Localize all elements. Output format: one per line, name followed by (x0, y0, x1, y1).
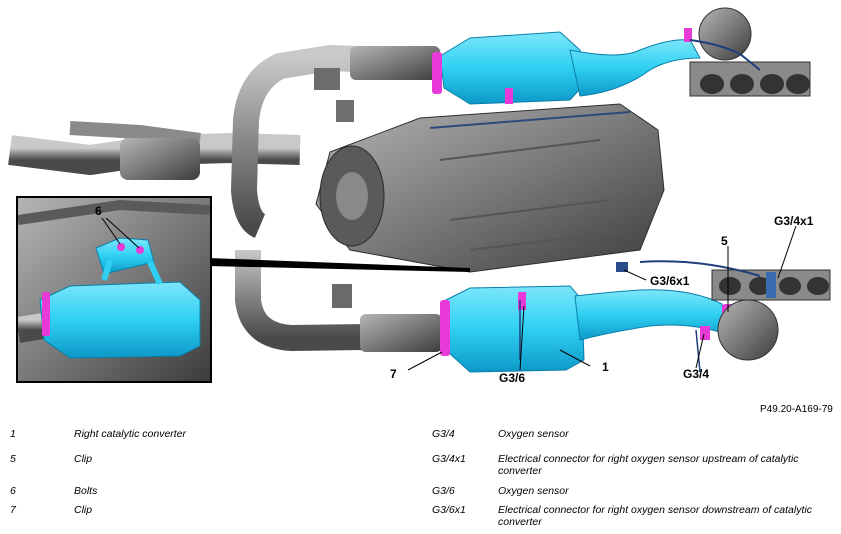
callout-g3-4: G3/4 (683, 367, 710, 381)
detail-inset (16, 196, 212, 383)
legend-key: G3/4x1 (432, 453, 466, 465)
legend-key: 5 (10, 453, 16, 465)
legend-desc: Electrical connector for right oxygen se… (498, 453, 799, 477)
lower-exhaust-pipe (235, 250, 442, 352)
callout-6: 6 (95, 204, 102, 218)
upper-catalytic-converter (432, 28, 701, 105)
legend-key: G3/4 (432, 428, 455, 440)
legend-desc: Oxygen sensor (498, 428, 569, 440)
callout-7: 7 (390, 367, 397, 381)
exhaust-system-illustration (8, 7, 831, 383)
inset-connector-wedge (208, 258, 470, 272)
legend-key: 6 (10, 485, 16, 497)
legend-desc: Bolts (74, 485, 98, 497)
transmission (315, 103, 665, 273)
legend-desc: Electrical connector for right oxygen se… (498, 504, 812, 528)
legend-desc: Oxygen sensor (498, 485, 569, 497)
callout-1: 1 (602, 360, 609, 374)
legend-key: 7 (10, 504, 16, 516)
right-catalytic-converter (440, 285, 734, 373)
leader-lines (101, 217, 797, 371)
legend-desc: Right catalytic converter (74, 428, 187, 440)
figure-id: P49.20-A169-79 (760, 404, 833, 415)
legend-desc: Clip (74, 504, 93, 516)
callout-g3-4x1: G3/4x1 (774, 214, 814, 228)
lower-exhaust-manifold (616, 260, 831, 361)
upper-exhaust-manifold (689, 7, 811, 97)
callout-g3-6x1: G3/6x1 (650, 274, 690, 288)
legend-desc: Clip (74, 453, 93, 465)
callout-g3-6: G3/6 (499, 371, 526, 385)
legend-key: 1 (10, 428, 16, 440)
legend-key: G3/6 (432, 485, 455, 497)
callout-5: 5 (721, 234, 728, 248)
legend-key: G3/6x1 (432, 504, 466, 516)
legend: 1 Right catalytic converter 5 Clip 6 Bol… (0, 425, 841, 534)
upper-exhaust-pipe (230, 44, 441, 238)
